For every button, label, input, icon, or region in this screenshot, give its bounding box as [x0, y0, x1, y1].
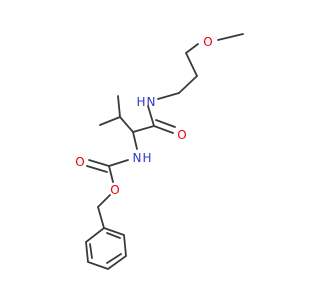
bond-carbonyl-alpha [132, 125, 155, 133]
bonds [86, 33, 244, 229]
bond-nitrogen-carbamate-c [108, 159, 129, 167]
atom-labels: O H N O N H O O [75, 35, 212, 197]
bond-isopropyl-methyl-top [117, 95, 121, 118]
bond-alpha-isopropyl [119, 116, 134, 133]
bond-ch2-ch2-a [185, 52, 198, 77]
atom-amide-h: H [136, 95, 145, 109]
atom-carbamate-ester-oxygen: O [110, 183, 119, 197]
bond-carbamate-c-oxygen-2 [86, 165, 108, 173]
molecule-structure-diagram: O H N O N H O O [75, 33, 244, 271]
atom-carbamate-carbonyl-oxygen: O [75, 155, 84, 169]
bond-oxygen-ch2 [185, 43, 199, 54]
bond-carbonyl-oxygen-1 [153, 125, 174, 134]
bond-alpha-nitrogen [132, 131, 138, 150]
phenyl-double-bond-1 [106, 232, 121, 239]
atom-amide-nitrogen: N [147, 95, 156, 109]
bond-nitrogen-carbonyl [147, 105, 155, 127]
bond-carbamate-c-oxygen-1 [88, 159, 110, 167]
bond-ch2-nitrogen [157, 92, 180, 100]
atom-methoxy-oxygen: O [203, 35, 212, 49]
phenyl-double-bond-3 [89, 243, 93, 259]
bond-carbonyl-oxygen-2 [155, 119, 176, 128]
bond-ester-o-ch2 [97, 194, 111, 208]
phenyl-double-bond-2 [106, 253, 122, 264]
atom-amide-oxygen: O [177, 128, 186, 142]
atom-carbamate-h: H [142, 151, 151, 165]
bond-isopropyl-methyl-left [99, 116, 121, 126]
bond-methyl-oxygen [217, 33, 244, 41]
bond-carbamate-c-ester-o [108, 165, 114, 183]
bond-ch2-phenyl [97, 206, 105, 229]
phenyl-ring [85, 226, 127, 271]
atom-carbamate-nitrogen: N [133, 151, 142, 165]
phenyl-hexagon [85, 226, 127, 271]
bond-ch2-ch2-b [178, 75, 198, 94]
